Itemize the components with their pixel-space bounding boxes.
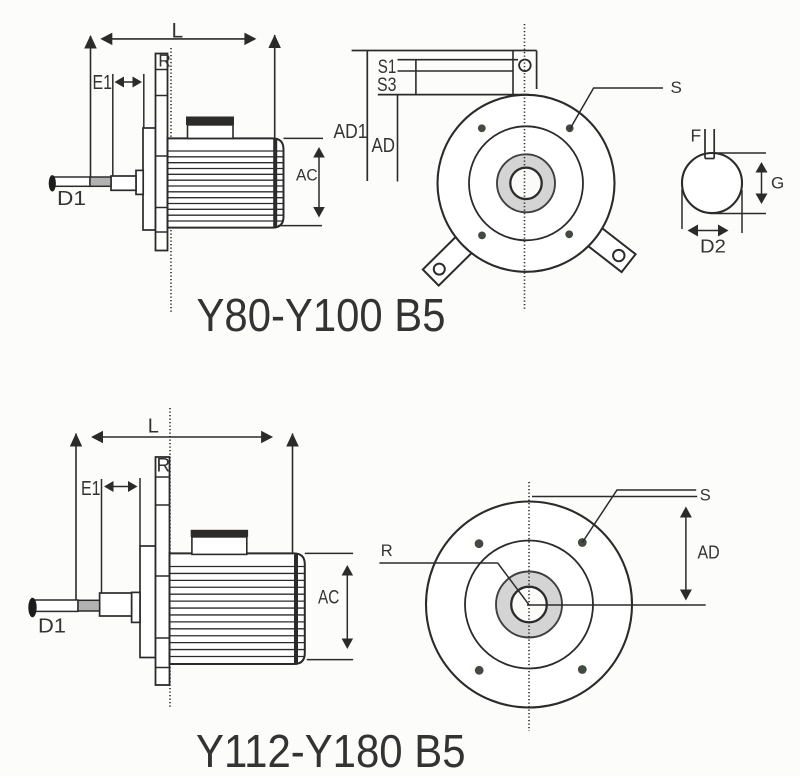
svg-text:AC: AC (318, 588, 339, 609)
svg-text:D1: D1 (57, 188, 86, 210)
svg-text:Y112-Y180 B5: Y112-Y180 B5 (196, 725, 466, 776)
svg-text:AD: AD (698, 543, 720, 563)
svg-text:F: F (691, 126, 702, 146)
svg-text:G: G (771, 173, 784, 192)
svg-text:R: R (157, 456, 171, 477)
svg-text:AC: AC (296, 166, 318, 185)
svg-text:Y80-Y100 B5: Y80-Y100 B5 (197, 289, 446, 341)
svg-text:S: S (671, 78, 682, 97)
svg-text:AD: AD (372, 135, 396, 157)
svg-text:L: L (172, 20, 184, 43)
svg-text:D2: D2 (700, 235, 726, 256)
svg-text:S1: S1 (378, 56, 397, 78)
svg-text:D1: D1 (38, 616, 66, 638)
svg-text:E1: E1 (81, 478, 101, 500)
svg-text:L: L (148, 416, 159, 438)
svg-text:S: S (700, 487, 711, 505)
svg-text:R: R (381, 542, 393, 560)
svg-text:AD1: AD1 (334, 121, 368, 143)
svg-text:R: R (158, 51, 171, 71)
svg-text:E1: E1 (93, 72, 113, 94)
svg-text:S3: S3 (377, 74, 397, 96)
